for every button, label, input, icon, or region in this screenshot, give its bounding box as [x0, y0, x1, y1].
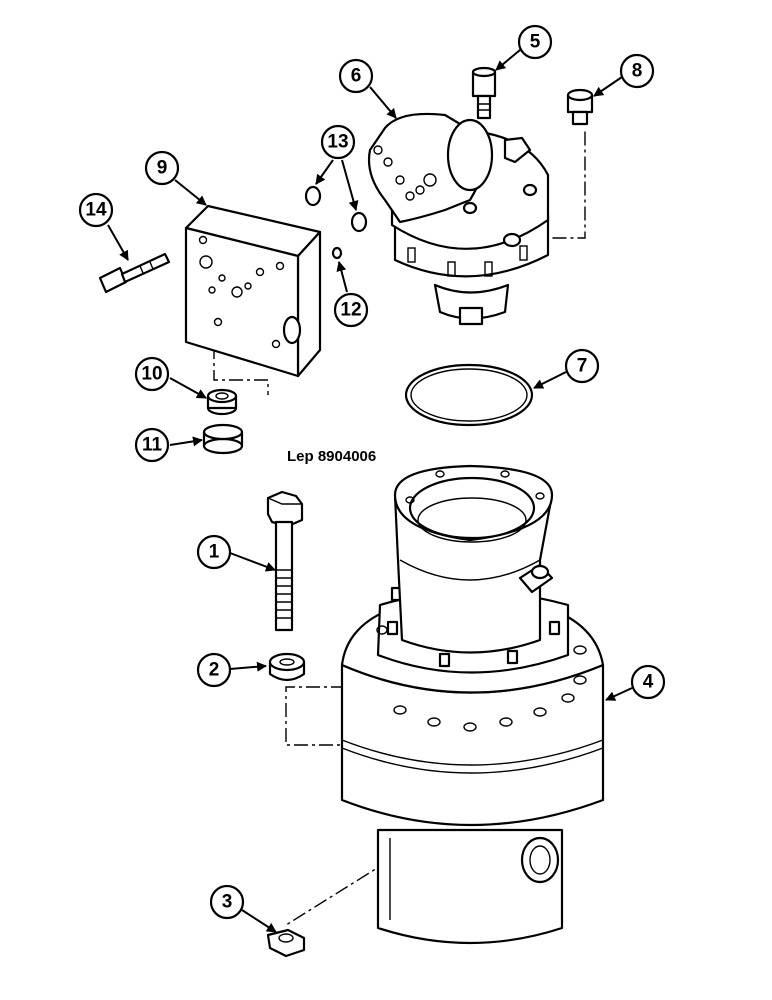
- callout-3: 3: [209, 884, 245, 920]
- drawing-reference-label: Lep 8904006: [287, 448, 376, 465]
- callout-5: 5: [517, 24, 553, 60]
- motor-part-6: [367, 112, 550, 326]
- svg-text:2: 2: [209, 660, 220, 681]
- bolt-part-14: [98, 252, 171, 294]
- callout-11: 11: [134, 427, 170, 463]
- svg-text:10: 10: [141, 364, 162, 385]
- svg-text:11: 11: [142, 435, 163, 456]
- callout-14: 14: [78, 192, 114, 228]
- o-rings-part-13-12: [304, 185, 368, 260]
- callout-12: 12: [333, 292, 369, 328]
- leader-lines: [107, 49, 633, 933]
- svg-text:3: 3: [222, 892, 233, 913]
- callout-4: 4: [630, 664, 666, 700]
- svg-text:14: 14: [85, 200, 107, 221]
- washer-part-2: [268, 652, 306, 682]
- plugs-part-10-11: [202, 388, 244, 455]
- callout-8: 8: [619, 53, 655, 89]
- hex-bolt-part-1: [266, 490, 304, 632]
- plug-part-8: [566, 88, 594, 126]
- callout-7: 7: [564, 348, 600, 384]
- callout-1: 1: [196, 534, 232, 570]
- callout-10: 10: [134, 356, 170, 392]
- o-ring-part-7: [404, 363, 534, 427]
- callout-13: 13: [320, 124, 356, 160]
- svg-text:8: 8: [632, 61, 643, 82]
- svg-text:9: 9: [157, 158, 168, 179]
- nut-part-3: [266, 928, 306, 958]
- svg-text:6: 6: [351, 66, 362, 87]
- svg-text:1: 1: [209, 542, 220, 563]
- cap-screw-part-5: [471, 66, 497, 120]
- svg-text:4: 4: [643, 672, 654, 693]
- housing-part-4: [340, 464, 605, 945]
- callout-2: 2: [196, 652, 232, 688]
- callout-6: 6: [338, 58, 374, 94]
- valve-block-part-9: [184, 204, 322, 378]
- svg-text:5: 5: [530, 32, 541, 53]
- svg-text:12: 12: [340, 300, 361, 321]
- svg-text:13: 13: [327, 132, 348, 153]
- callout-9: 9: [144, 150, 180, 186]
- svg-text:7: 7: [577, 356, 588, 377]
